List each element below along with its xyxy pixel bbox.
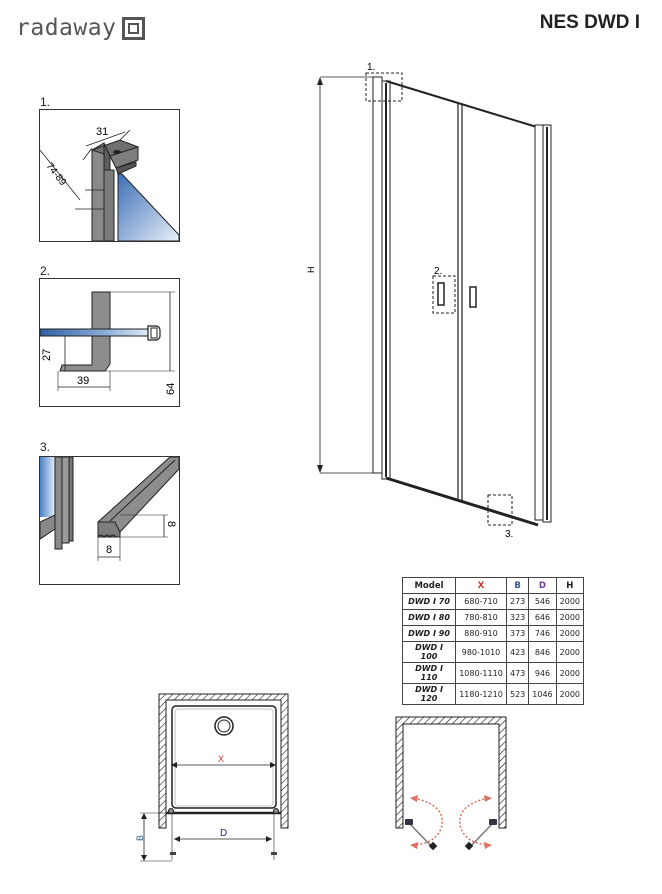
cell-x: 780-810 — [455, 609, 507, 626]
detail-1-box: 31 74-89 — [39, 109, 180, 242]
cell-d: 1046 — [528, 683, 557, 705]
bottom-seal-detail-drawing: 8 8 — [40, 457, 179, 561]
cell-h: 2000 — [555, 641, 585, 663]
table-row: DWD I 90 880-910 373 746 2000 — [402, 625, 585, 642]
dim-64: 64 — [165, 383, 177, 395]
cell-d: 846 — [528, 641, 557, 663]
dim-31: 31 — [96, 126, 108, 138]
spec-table-container: Model X B D H DWD I 70 680-710 273 546 2… — [402, 577, 585, 705]
brand-name: radaway — [16, 15, 117, 41]
cell-x: 1180-1210 — [455, 683, 507, 705]
cell-x: 1080-1110 — [455, 662, 507, 684]
x-dimension-label: X — [218, 754, 224, 764]
cell-b: 523 — [505, 683, 530, 705]
dim-27: 27 — [41, 349, 53, 361]
cell-model: DWD I 110 — [402, 662, 456, 684]
dim-8-height: 8 — [165, 521, 177, 527]
d-dimension-label: D — [220, 828, 227, 839]
brand-square-icon — [122, 16, 146, 40]
cell-x: 880-910 — [455, 625, 507, 642]
cell-b: 323 — [505, 609, 530, 626]
cell-d: 746 — [528, 625, 557, 642]
detail-2-label: 2. — [40, 264, 51, 278]
cell-h: 2000 — [555, 593, 585, 610]
spec-table: Model X B D H DWD I 70 680-710 273 546 2… — [402, 577, 585, 705]
top-hinge-detail-drawing: 31 74-89 — [40, 126, 179, 241]
cell-model: DWD I 70 — [402, 593, 456, 610]
callout-2: 2. — [434, 266, 442, 277]
handle-detail-drawing: 27 39 64 — [40, 291, 177, 395]
cell-b: 273 — [505, 593, 530, 610]
col-x: X — [455, 577, 507, 594]
detail-3-box: 8 8 — [39, 456, 180, 585]
table-row: DWD I 110 1080-1110 473 946 2000 — [402, 662, 585, 684]
product-title: NES DWD I — [539, 12, 640, 33]
callout-3: 3. — [505, 529, 513, 540]
dim-39: 39 — [77, 375, 89, 387]
detail-1-label: 1. — [40, 95, 51, 109]
table-row: DWD I 120 1180-1210 523 1046 2000 — [402, 683, 585, 705]
cell-d: 546 — [528, 593, 557, 610]
cell-b: 473 — [505, 662, 530, 684]
col-d: D — [528, 577, 557, 594]
cell-d: 946 — [528, 662, 557, 684]
cell-b: 373 — [505, 625, 530, 642]
table-row: DWD I 80 780-810 323 646 2000 — [402, 609, 585, 626]
height-label: H — [306, 267, 316, 274]
cell-model: DWD I 90 — [402, 625, 456, 642]
detail-3-label: 3. — [40, 440, 51, 454]
cell-model: DWD I 100 — [402, 641, 456, 663]
cell-x: 680-710 — [455, 593, 507, 610]
cell-model: DWD I 120 — [402, 683, 456, 705]
cell-b: 423 — [505, 641, 530, 663]
col-model: Model — [402, 577, 456, 594]
table-row: DWD I 70 680-710 273 546 2000 — [402, 593, 585, 610]
cell-d: 646 — [528, 609, 557, 626]
plan-view-drawing: X D B — [130, 680, 310, 890]
col-b: B — [505, 577, 530, 594]
cell-h: 2000 — [555, 625, 585, 642]
cell-model: DWD I 80 — [402, 609, 456, 626]
door-swing-diagram — [390, 715, 510, 860]
cell-h: 2000 — [555, 683, 585, 705]
main-door-drawing: H 1. 2. 3. — [300, 55, 560, 545]
cell-h: 2000 — [555, 662, 585, 684]
dim-8-width: 8 — [106, 544, 112, 556]
b-dimension-label: B — [135, 835, 145, 841]
callout-1: 1. — [367, 62, 375, 73]
table-header-row: Model X B D H — [402, 577, 585, 594]
cell-h: 2000 — [555, 609, 585, 626]
detail-2-box: 27 39 64 — [39, 278, 180, 407]
table-row: DWD I 100 980-1010 423 846 2000 — [402, 641, 585, 663]
brand-logo: radaway — [16, 15, 146, 41]
dim-74-89: 74-89 — [44, 161, 69, 188]
col-h: H — [555, 577, 585, 594]
cell-x: 980-1010 — [455, 641, 507, 663]
